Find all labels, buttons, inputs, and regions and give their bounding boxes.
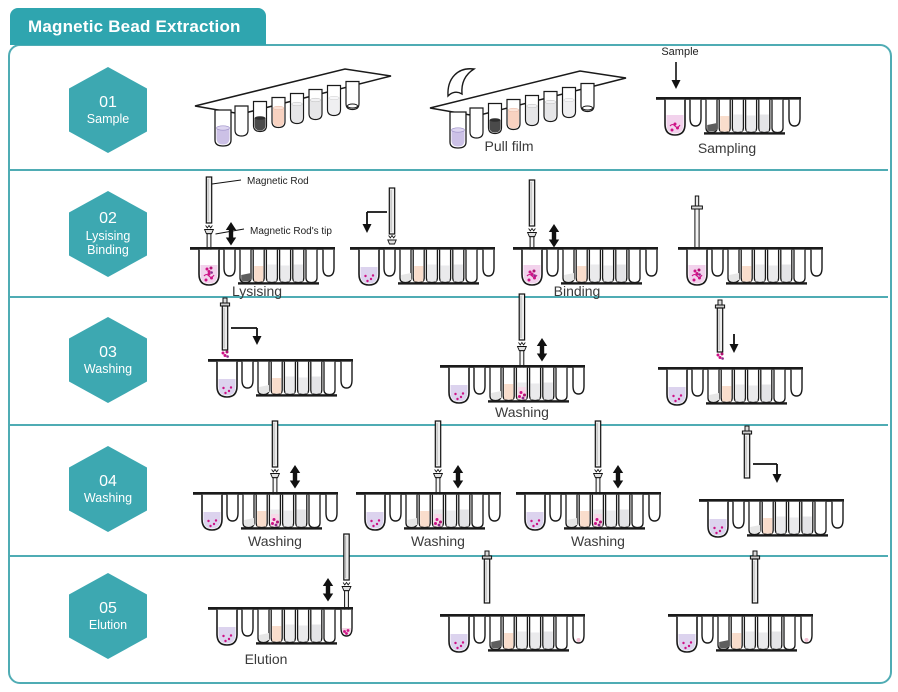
cartridge-3d: [194, 68, 392, 147]
step-number: 04: [99, 472, 117, 490]
cartridge-side: [512, 246, 659, 286]
magnetic-rod: [714, 299, 726, 353]
figure-rod-move-right: [207, 297, 354, 398]
up-down-arrow-icon: [289, 465, 301, 489]
caption-elution: Elution: [244, 651, 288, 667]
magnetic-rod: [741, 425, 753, 479]
figure-washing-4b: [355, 420, 502, 531]
step-number: 05: [99, 599, 117, 617]
figure-rod-lower: [657, 299, 804, 406]
magnetic-rod: [481, 550, 493, 604]
diagram-panel: [8, 44, 892, 684]
down-arrow-icon: [729, 344, 739, 353]
row-divider: [10, 424, 888, 426]
up-down-arrow-icon: [612, 465, 624, 489]
cartridge-side: [207, 358, 354, 398]
figure-washing-4c: [515, 420, 662, 531]
caption-sampling: Sampling: [697, 140, 757, 156]
figure-washing-3: [439, 293, 586, 404]
magnetic-rod: [343, 533, 350, 581]
magnetic-rod: [594, 420, 602, 468]
caption-washing-4c: Washing: [571, 533, 625, 549]
film-sheet: [447, 68, 475, 97]
magnetic-beads: [270, 514, 279, 527]
figure-rod-inserted: [677, 195, 824, 286]
up-down-arrow-icon: [536, 338, 548, 362]
magnetic-rod: [219, 297, 231, 351]
figure-lysising: [189, 176, 336, 286]
step-label: Lysising: [85, 228, 131, 243]
row-divider: [10, 296, 888, 298]
magnetic-rod: [749, 550, 761, 604]
sample-arrow-icon: [671, 80, 681, 89]
figure-binding: [512, 179, 659, 286]
magnetic-rod: [518, 293, 526, 341]
cartridge-side: [192, 491, 339, 531]
cartridge-side: [677, 246, 824, 286]
magnetic-beads: [716, 352, 724, 360]
cartridge-side: [439, 613, 586, 653]
step-label: Washing: [83, 362, 133, 376]
caption-pull-film: Pull film: [484, 138, 534, 154]
step-label-2: Binding: [87, 243, 129, 258]
up-down-arrow-icon: [225, 222, 237, 246]
up-down-arrow-icon: [548, 224, 560, 248]
figure-rod-move-left: [350, 187, 495, 286]
magnetic-rod: [205, 176, 213, 224]
caption-washing-3: Washing: [495, 404, 549, 420]
cartridge-side: [350, 246, 495, 286]
bent-arrow-icon: [252, 336, 262, 345]
caption-binding: Binding: [553, 283, 601, 299]
step-badge-03: 03 Washing: [69, 317, 147, 403]
residue-dot: [576, 638, 581, 642]
step-label: Washing: [83, 491, 133, 505]
figure-cartridge-3d: [194, 68, 392, 147]
up-down-arrow-icon: [452, 465, 464, 489]
caption-washing-4b: Washing: [411, 533, 465, 549]
magnetic-rod: [388, 187, 396, 235]
magnetic-rod: [434, 420, 442, 468]
step-label: Sample: [86, 112, 130, 126]
cartridge-side: [698, 498, 845, 538]
figure-rod-move-elution: [698, 425, 845, 538]
step-number: 03: [99, 343, 117, 361]
cartridge-side: [355, 491, 502, 531]
magnetic-beads: [433, 514, 442, 527]
figure-washing-4a: [192, 420, 339, 531]
cartridge-side: [657, 366, 804, 406]
magnetic-rod-annotation: Magnetic Rod: [247, 176, 309, 187]
magnetic-rod: [528, 179, 536, 227]
figure-rod-removed-a: [439, 550, 586, 653]
sample-annotation: Sample: [661, 46, 699, 58]
residue-dot: [804, 638, 809, 642]
magnetic-rod-tip-annotation: Magnetic Rod's tip: [250, 226, 332, 237]
cartridge-side: [207, 606, 354, 646]
step-label: Elution: [88, 618, 128, 632]
header-tab: Magnetic Bead Extraction: [10, 8, 266, 45]
magnetic-beads: [221, 350, 229, 358]
row-divider: [10, 169, 888, 171]
bent-arrow-icon: [772, 474, 782, 483]
figure-sampling: [655, 62, 802, 136]
cartridge-side: [189, 246, 336, 286]
caption-washing-4a: Washing: [248, 533, 302, 549]
page-title: Magnetic Bead Extraction: [28, 16, 241, 36]
step-number: 02: [99, 210, 117, 228]
magnetic-beads: [517, 387, 526, 400]
cartridge-side: [439, 364, 586, 404]
bent-arrow-icon: [362, 224, 372, 233]
magnetic-rod: [271, 420, 279, 468]
row-divider: [10, 555, 888, 557]
step-number: 01: [99, 93, 117, 111]
magnetic-beads: [593, 514, 602, 527]
up-down-arrow-icon: [322, 578, 334, 602]
cartridge-side: [515, 491, 662, 531]
figure-rod-removed-b: [667, 550, 814, 653]
cartridge-side: [655, 96, 802, 136]
caption-lysising: Lysising: [231, 283, 283, 299]
cartridge-side: [667, 613, 814, 653]
